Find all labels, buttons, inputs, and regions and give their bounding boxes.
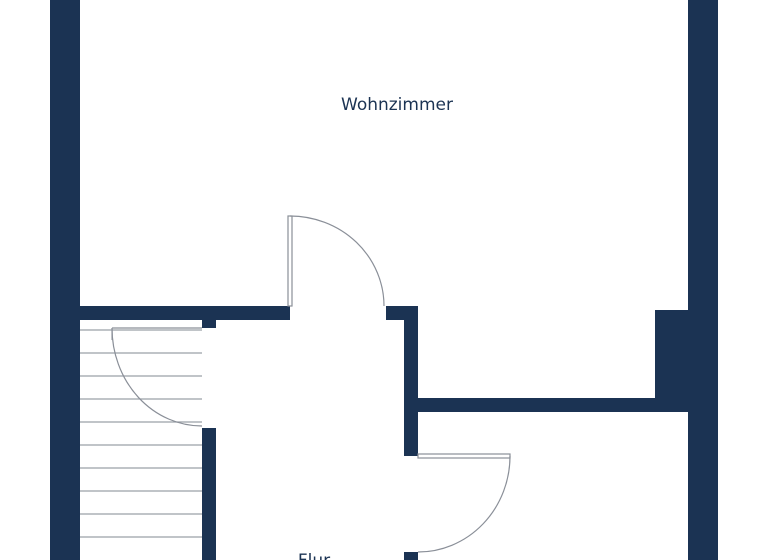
wall-stair-post	[202, 306, 216, 328]
wall-room-divider	[418, 398, 688, 412]
door-swing-arc	[111, 327, 203, 427]
door-leaf	[287, 215, 293, 307]
door-leaf	[417, 453, 511, 459]
door-swing-arc	[417, 455, 511, 553]
wall-hall-right-lower	[404, 552, 418, 560]
wall-middle-left	[80, 306, 290, 320]
wall-pillar	[655, 310, 688, 398]
door-stairwell	[111, 327, 203, 427]
wall-left-outer	[50, 0, 80, 560]
walls	[50, 0, 718, 560]
wall-stair-right	[202, 428, 216, 560]
wall-hall-right-upper	[404, 306, 418, 456]
room-label-flur: Flur	[298, 551, 330, 560]
door-swing-arc	[289, 215, 385, 307]
door-right-room	[417, 453, 511, 553]
door-wohnzimmer	[287, 215, 385, 307]
room-label-wohnzimmer: Wohnzimmer	[341, 95, 453, 115]
wall-right-outer	[688, 0, 718, 560]
staircase	[80, 328, 202, 538]
doors	[111, 215, 511, 553]
